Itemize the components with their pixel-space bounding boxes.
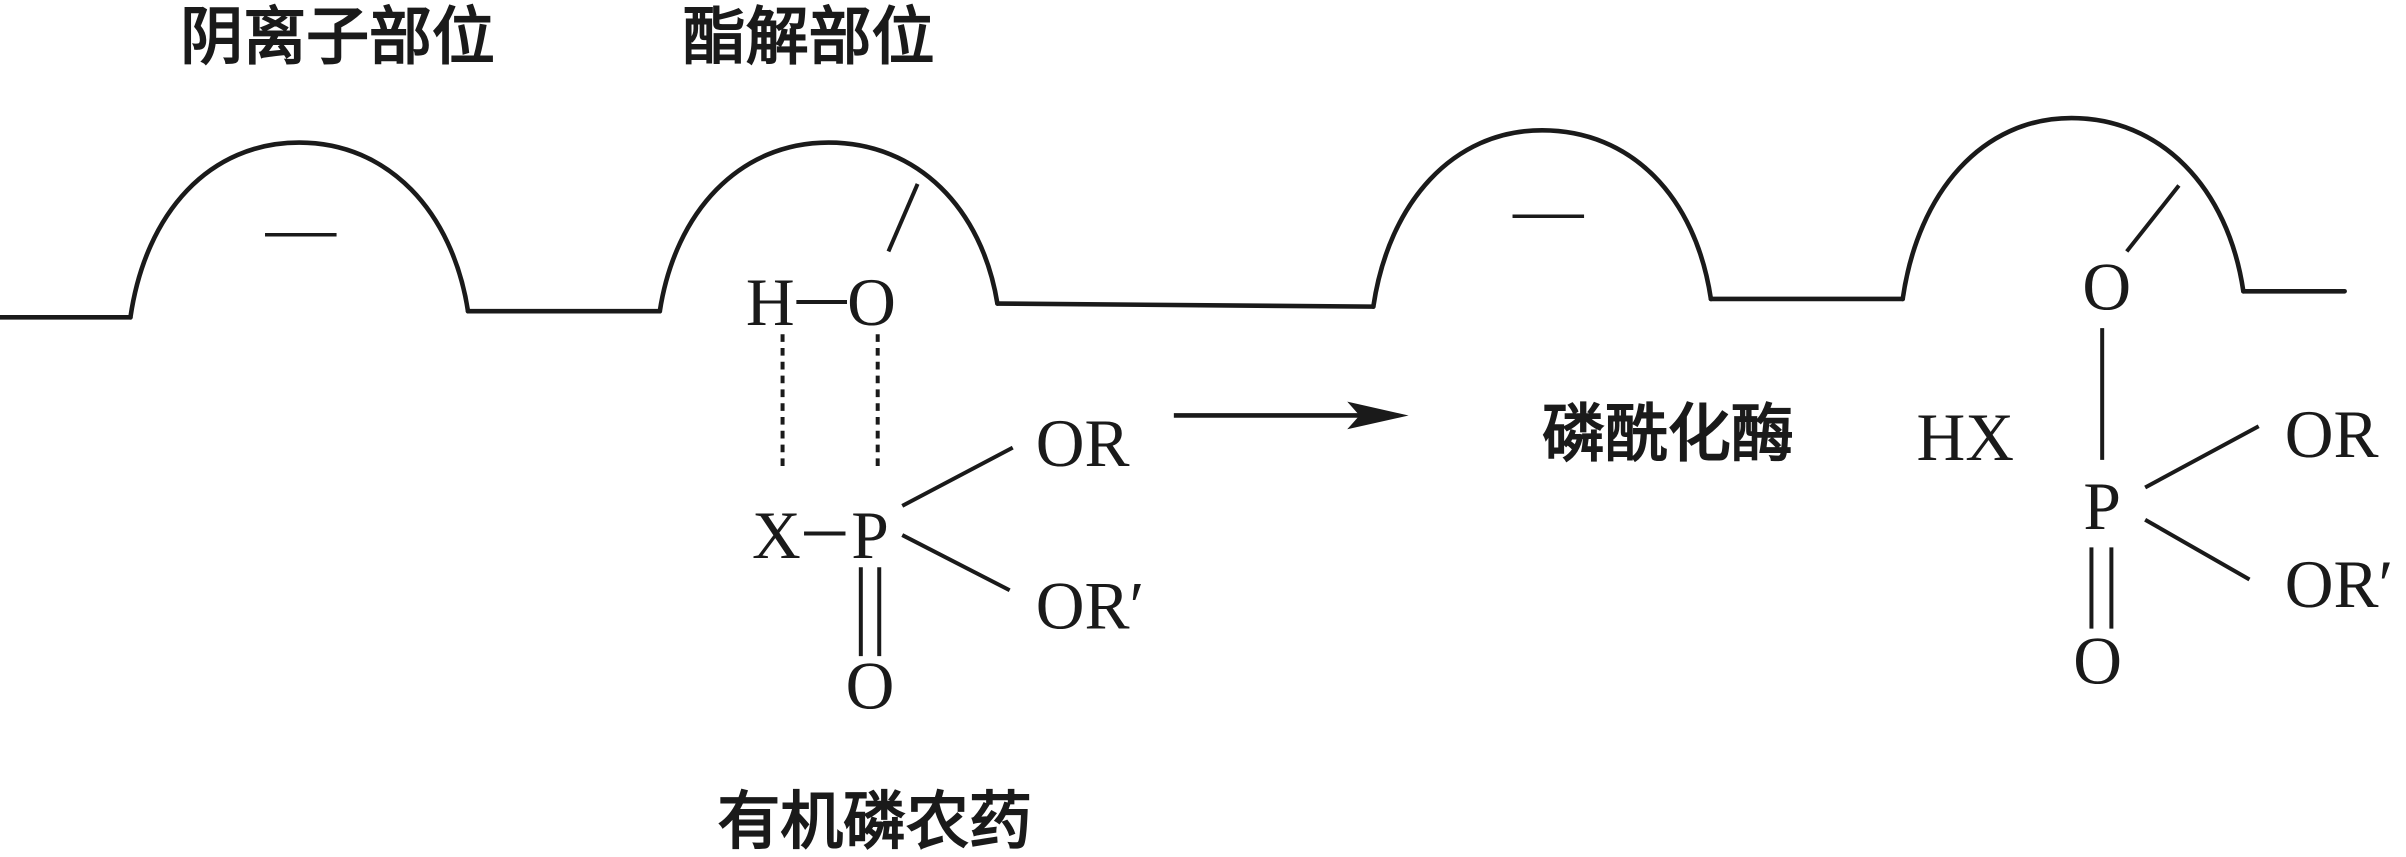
phosphoryl-oxygen-atom: O — [846, 648, 895, 723]
p-or-bond — [901, 445, 1014, 508]
leaving-group-x-atom: X — [752, 498, 801, 573]
esteratic-site-bump-left — [657, 140, 1000, 314]
esteratic-site-label: 酯解部位 — [683, 0, 935, 73]
enzyme-label: 磷酰化酶 — [1542, 397, 1794, 470]
surface-segment — [995, 301, 1376, 309]
product-complex: HX O P OR OR′ O — [1917, 184, 2394, 699]
phosphorus-atom: P — [851, 498, 889, 573]
reactant-complex: H O X P OR OR′ O — [746, 183, 1145, 723]
hydrogen-atom: H — [746, 265, 795, 340]
p-or-prime-bond — [2144, 517, 2251, 582]
negative-charge-right: — — [1512, 171, 1585, 249]
p-or-bond — [2144, 424, 2260, 490]
phosphorus-atom: P — [2083, 469, 2121, 544]
anionic-site-label: 阴离子部位 — [180, 0, 495, 73]
serine-oxygen-atom: O — [2082, 250, 2131, 325]
reaction-arrow — [1173, 401, 1409, 430]
enzyme-surface — [0, 115, 2347, 320]
or-prime-group: OR′ — [2285, 547, 2394, 622]
leaving-group-hx: HX — [1917, 400, 2014, 475]
or-prime-group: OR′ — [1036, 569, 1145, 644]
anionic-site-bump-left — [128, 140, 471, 320]
serine-o-bond — [2125, 184, 2181, 253]
serine-oxygen-atom: O — [847, 265, 896, 340]
phosphoryl-oxygen-atom: O — [2073, 624, 2122, 699]
esteratic-site-bump-right — [1900, 115, 2246, 302]
or-group: OR — [2285, 397, 2379, 472]
or-group: OR — [1036, 406, 1130, 481]
arrow-head — [1347, 401, 1409, 430]
serine-o-bond — [886, 183, 920, 253]
anionic-site-bump-right — [1371, 128, 1714, 309]
negative-charge-left: — — [264, 189, 337, 267]
p-or-prime-bond — [901, 533, 1011, 593]
pesticide-label: 有机磷农药 — [717, 785, 1032, 857]
